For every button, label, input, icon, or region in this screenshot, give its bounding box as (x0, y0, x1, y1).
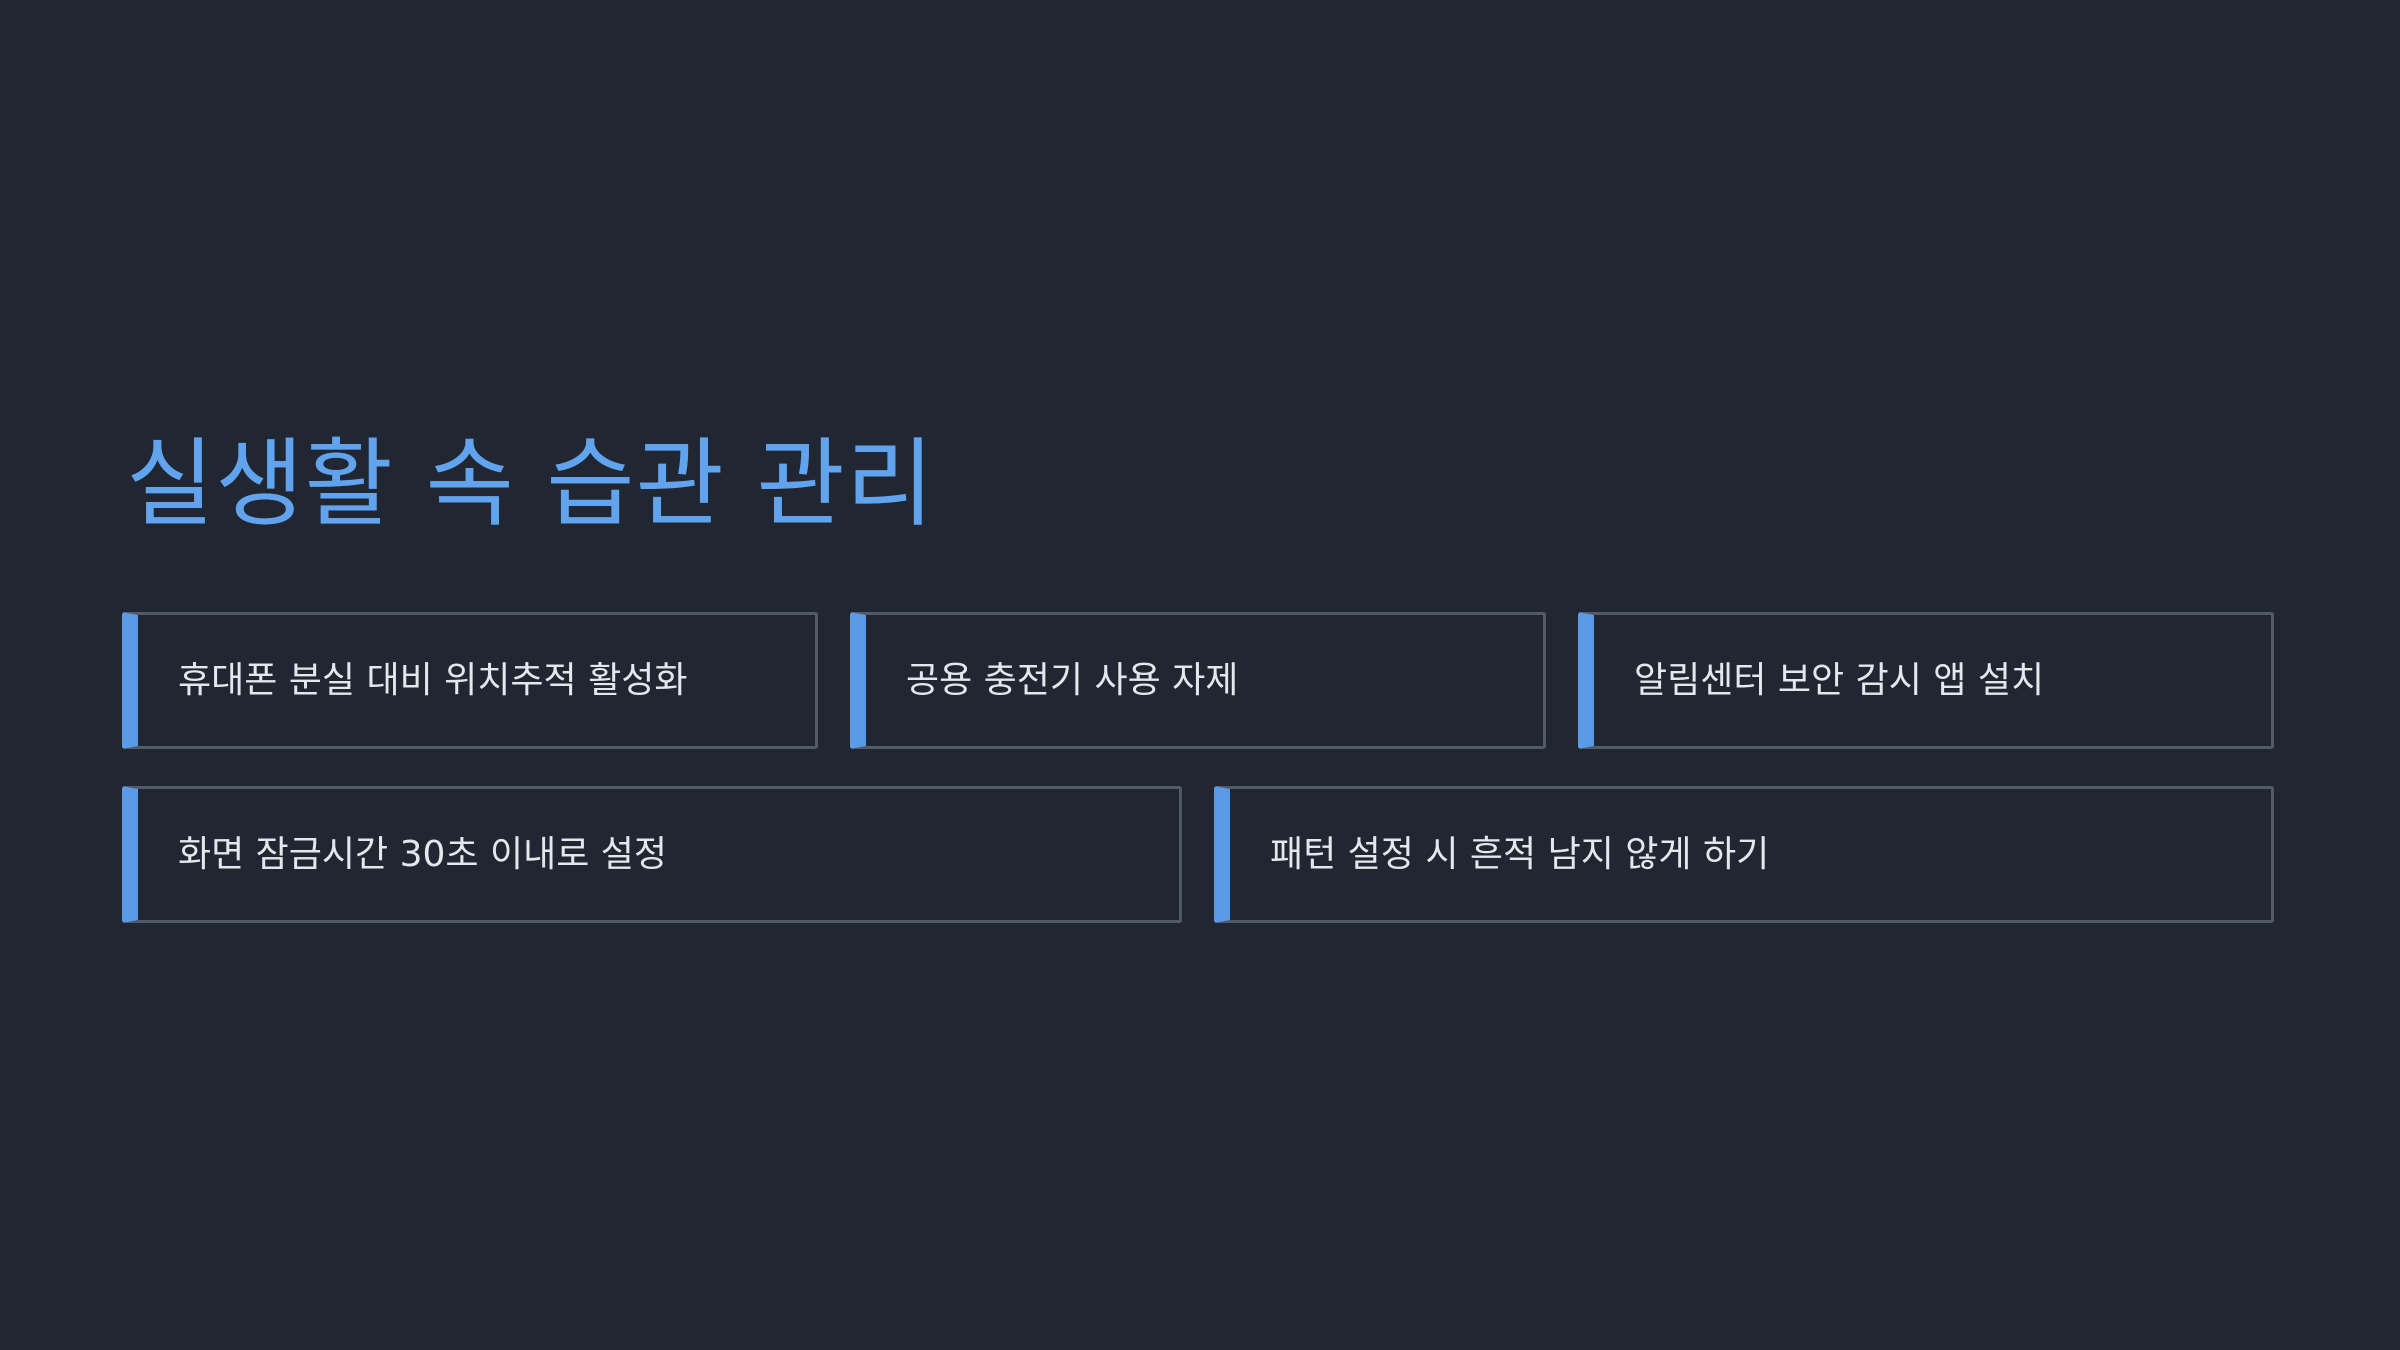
habit-card-notification-security: 알림센터 보안 감시 앱 설치 (1578, 612, 2274, 749)
habit-card-public-charger: 공용 충전기 사용 자제 (850, 612, 1546, 749)
habit-card-location-tracking: 휴대폰 분실 대비 위치추적 활성화 (122, 612, 818, 749)
habit-card-screen-lock: 화면 잠금시간 30초 이내로 설정 (122, 786, 1182, 923)
habit-card-label: 패턴 설정 시 흔적 남지 않게 하기 (1270, 833, 1770, 875)
habit-card-label: 화면 잠금시간 30초 이내로 설정 (178, 833, 668, 875)
habit-card-label: 휴대폰 분실 대비 위치추적 활성화 (178, 659, 688, 701)
habit-card-label: 알림센터 보안 감시 앱 설치 (1634, 659, 2045, 701)
slide-title: 실생활 속 습관 관리 (126, 428, 936, 540)
habit-card-pattern-traces: 패턴 설정 시 흔적 남지 않게 하기 (1214, 786, 2274, 923)
habit-card-label: 공용 충전기 사용 자제 (906, 659, 1239, 701)
